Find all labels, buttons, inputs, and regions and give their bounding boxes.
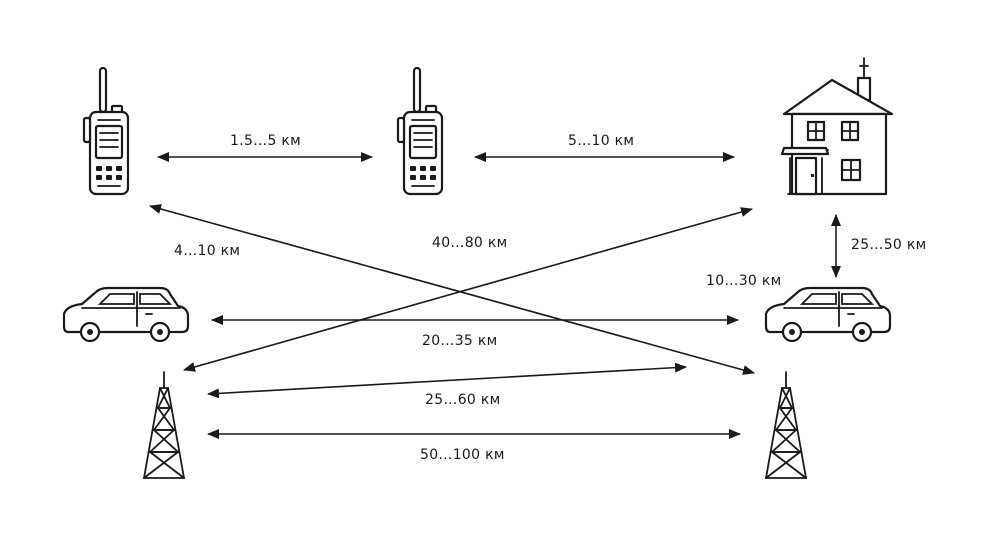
- link-arrows: [149, 152, 841, 439]
- label-radio-to-house: 5…10 км: [568, 133, 634, 149]
- label-radio-to-radio: 1.5…5 км: [230, 133, 301, 149]
- car-icon: [62, 286, 190, 343]
- label-house-to-tower: 40…80 км: [432, 235, 508, 251]
- label-car-to-car: 20…35 км: [422, 333, 498, 349]
- label-tower-to-car: 25…60 км: [425, 392, 501, 408]
- label-tower-to-tower: 50…100 км: [420, 447, 505, 463]
- label-radio-to-tower: 4…10 км: [174, 243, 240, 259]
- walkie-talkie-icon: [82, 66, 130, 196]
- walkie-talkie-icon: [396, 66, 444, 196]
- radio-tower-icon: [142, 371, 186, 479]
- label-car-to-car-near-house: 10…30 км: [706, 273, 782, 289]
- arrow-tower-to-car: [207, 362, 687, 399]
- link-labels: 1.5…5 км 5…10 км 25…50 км 4…10 км 40…80 …: [174, 133, 927, 463]
- radio-tower-icon: [764, 371, 808, 479]
- car-icon: [764, 286, 892, 343]
- label-house-to-car: 25…50 км: [851, 237, 927, 253]
- arrow-house-to-tower: [183, 207, 753, 372]
- house-icon: [780, 57, 894, 196]
